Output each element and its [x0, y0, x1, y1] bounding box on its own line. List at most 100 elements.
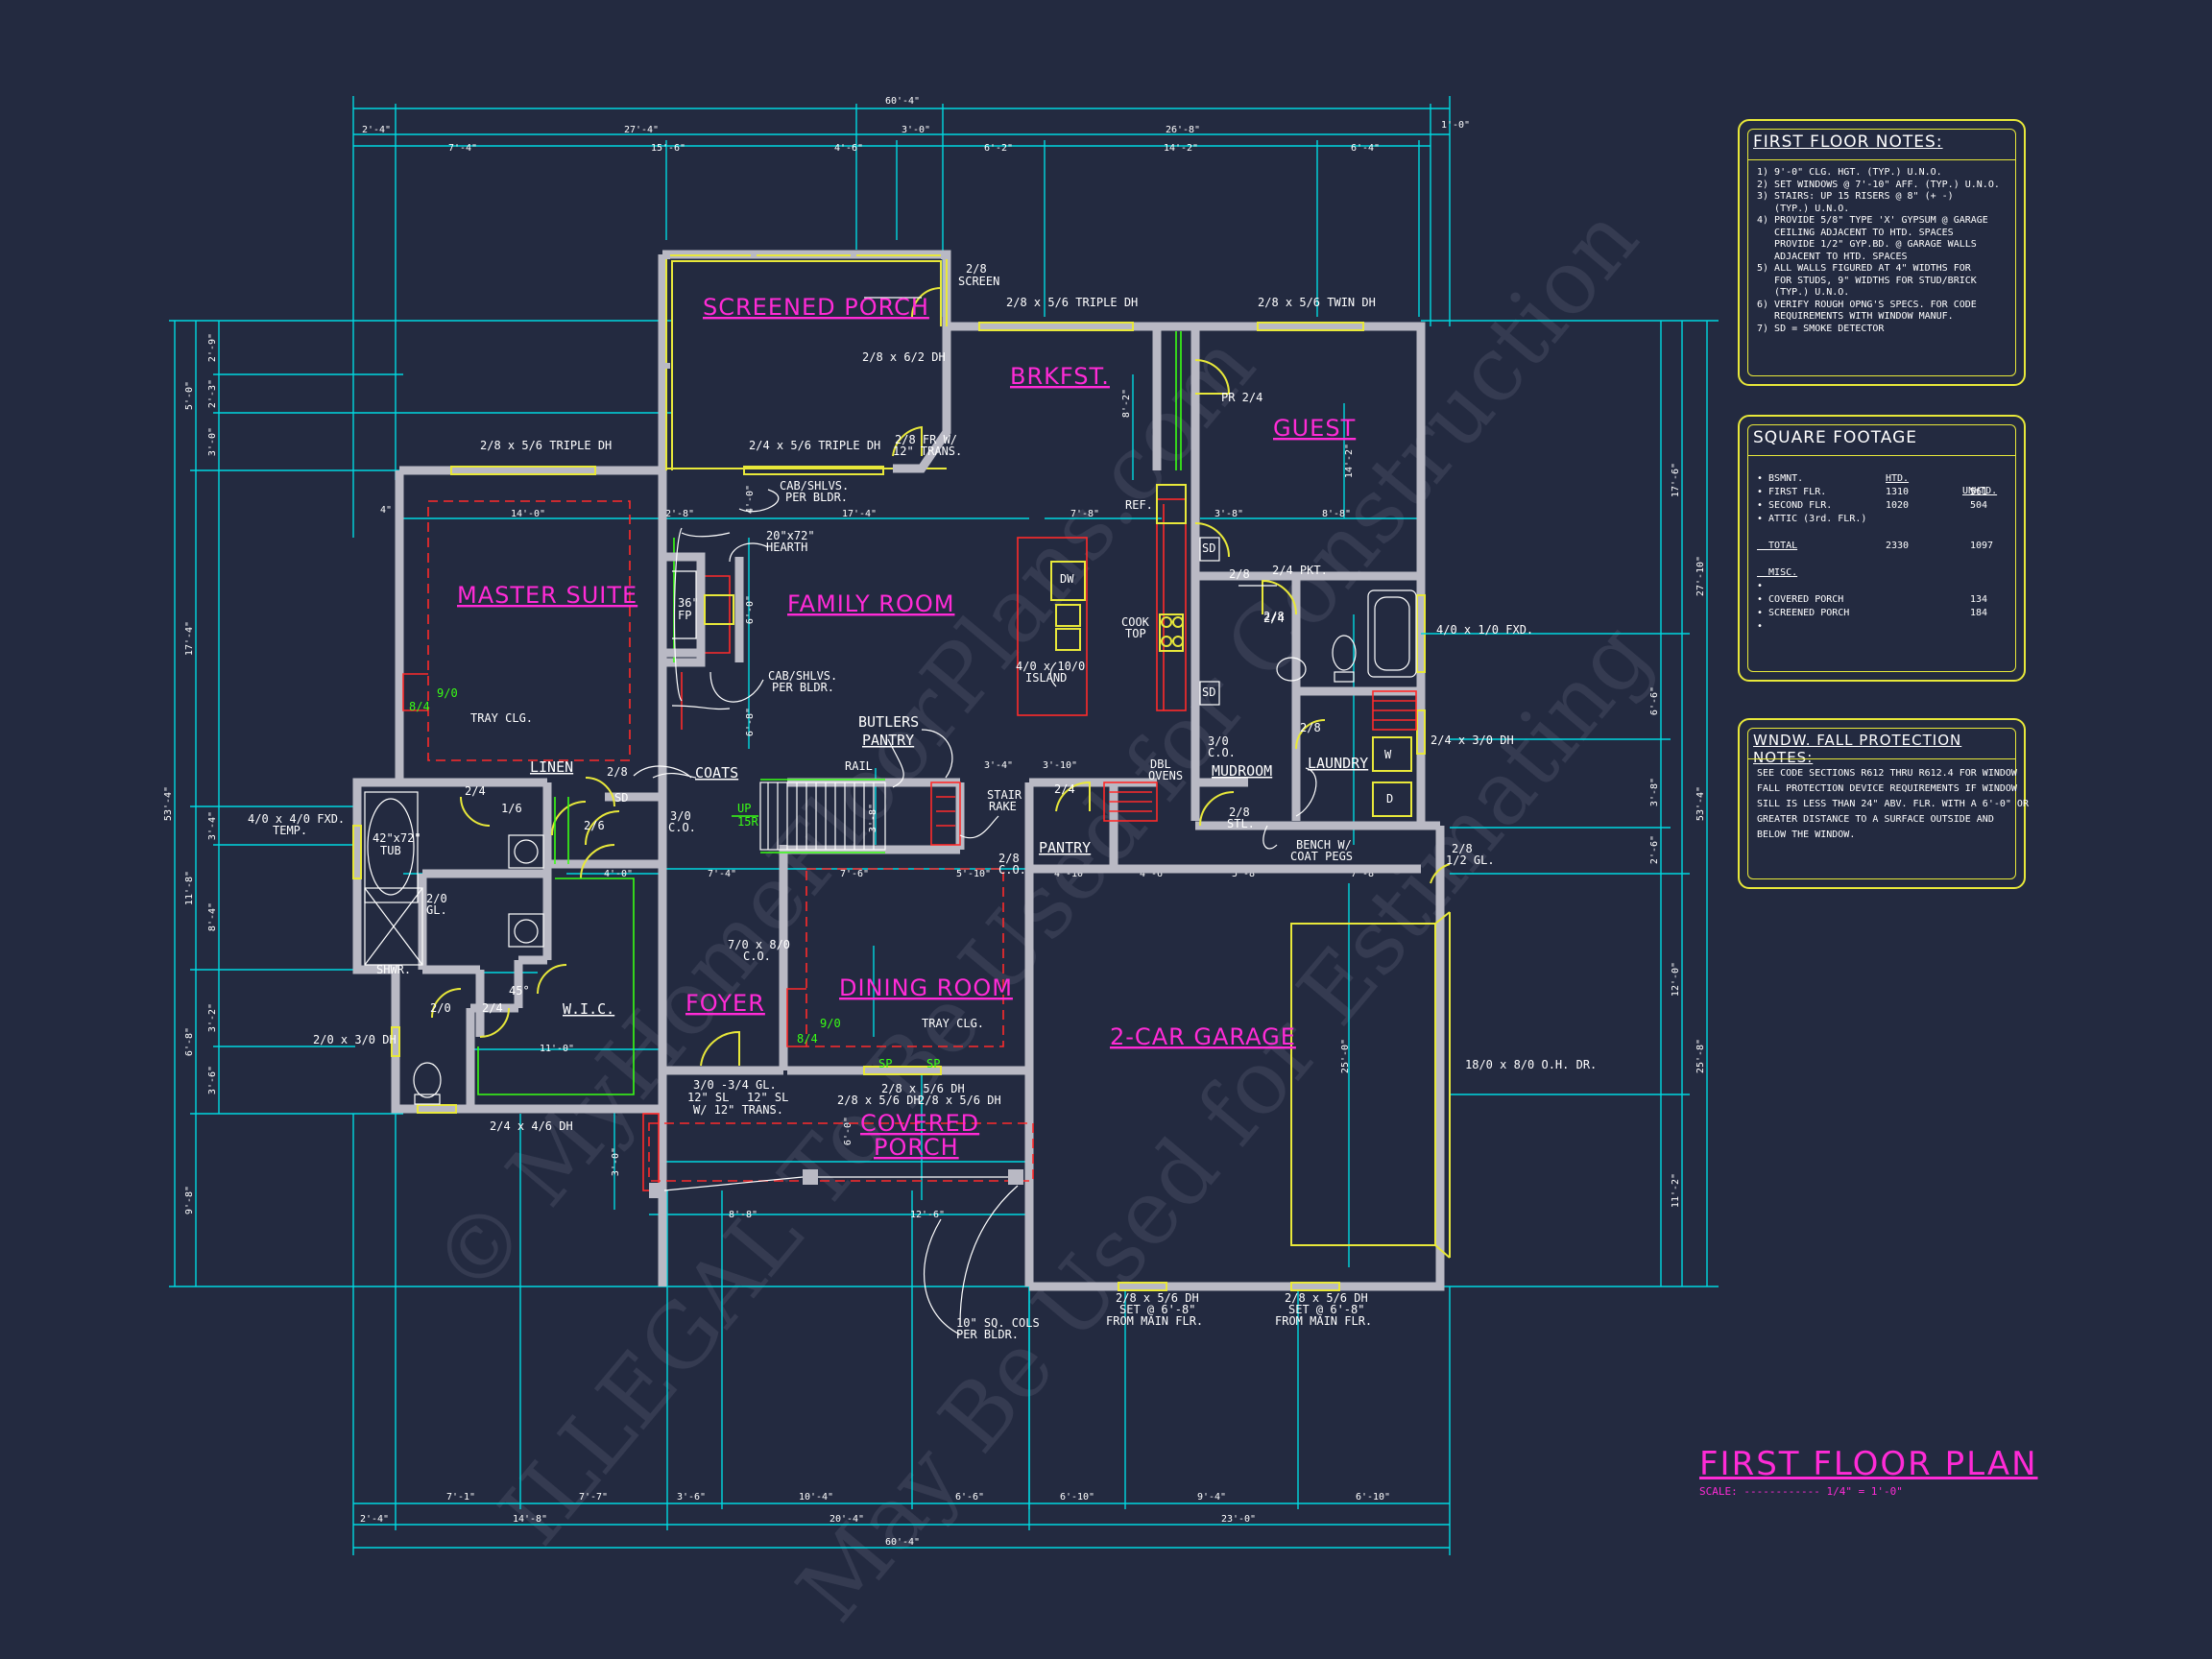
- sqft-cell-label: • ATTIC (3rd. FLR.): [1757, 514, 1867, 524]
- lbl-sd-3: SD: [614, 791, 628, 805]
- sqft-cell-label: • SCREENED PORCH: [1757, 608, 1850, 618]
- stair: [732, 779, 886, 854]
- lbl-win-62: 2/8 x 6/2 DH: [862, 350, 946, 364]
- lbl-door-28a: 2/8: [607, 765, 628, 779]
- dim-bottom-r2-6: 9'-4": [1197, 1492, 1226, 1503]
- lbl-pr: PR 2/4: [1221, 391, 1262, 404]
- dim-right-r2-0: 27'-10": [1695, 556, 1706, 596]
- room-garage: 2-CAR GARAGE: [1110, 1023, 1296, 1050]
- lbl-door-28c: 2/8: [1263, 610, 1285, 623]
- dim-left-r2-5: 3'-2": [207, 1003, 218, 1032]
- sqft-cell-label: • COVERED PORCH: [1757, 594, 1844, 605]
- dim-right-r1-1: 12'-0": [1671, 962, 1681, 997]
- lbl-fr-w-1: 2/8 FR W/: [895, 433, 957, 446]
- bath-fixtures: [364, 589, 1417, 1105]
- sqft-cell-label: TOTAL: [1757, 541, 1798, 551]
- lbl-island-1: 4/0 x 10/0: [1016, 660, 1085, 673]
- lbl-dh-2431: 2/4 x 3/0 DH: [1431, 733, 1514, 747]
- dim-inner-a12: 3'-4": [984, 760, 1013, 771]
- first-floor-notes-panel: FIRST FLOOR NOTES: 1) 9'-0" CLG. HGT. (T…: [1738, 119, 2026, 386]
- dim-top-r1-1: 27'-4": [624, 125, 659, 135]
- dim-inner-a9: 7'-4": [708, 869, 736, 879]
- sqft-row: [1757, 553, 2010, 566]
- fall-title: WNDW. FALL PROTECTION NOTES:: [1753, 732, 1962, 766]
- sqft-row: •: [1757, 580, 2010, 593]
- square-footage-panel: SQUARE FOOTAGE HTD. UNHTD. • BSMNT.• FIR…: [1738, 415, 2026, 682]
- dim-inner-a7: 8'-2": [1121, 389, 1132, 418]
- leader-lines: [633, 297, 1450, 1335]
- room-breakfast: BRKFST.: [1010, 363, 1110, 390]
- lbl-green-910: 9/0: [437, 686, 458, 700]
- notes-lines: 1) 9'-0" CLG. HGT. (TYP.) U.N.O.2) SET W…: [1757, 167, 2010, 335]
- fall-inner-border: [1747, 728, 2016, 879]
- lbl-hearth-1: 20"x72": [766, 529, 815, 542]
- fall-title-rule: [1747, 758, 2016, 759]
- dim-bottom-r2-2: 3'-6": [677, 1492, 706, 1503]
- sqft-header-row: HTD. UNHTD.: [1757, 459, 2010, 497]
- lbl-shwr: SHWR.: [376, 963, 411, 976]
- dim-bottom-r2-0: 7'-1": [446, 1492, 475, 1503]
- lbl-oh-door: 18/0 x 8/0 O.H. DR.: [1465, 1058, 1597, 1071]
- room-screened-porch: SCREENED PORCH: [703, 294, 929, 321]
- room-master-suite: MASTER SUITE: [457, 582, 637, 609]
- sqft-cell-unhtd: 134: [1970, 594, 1988, 605]
- note-line: FOR STUDS, 9" WIDTHS FOR STUD/BRICK: [1757, 275, 1977, 286]
- dim-left-r2-4: 8'-4": [207, 902, 218, 931]
- lbl-entry-1: 3/0 -3/4 GL.: [693, 1078, 777, 1092]
- lbl-cab-2b: PER BLDR.: [772, 681, 834, 694]
- lbl-tray-clg: TRAY CLG.: [470, 711, 533, 725]
- dim-inner-a17: 7'-8": [1351, 869, 1380, 879]
- notes-title-rule: [1747, 159, 2016, 160]
- dim-inner-a13: 3'-10": [1043, 760, 1077, 771]
- lbl-dh-bottom-2c: FROM MAIN FLR.: [1275, 1314, 1372, 1328]
- lbl-door-24-bath: 2/4: [1263, 612, 1285, 625]
- room-wic: W.I.C.: [563, 1000, 614, 1018]
- room-covered-porch-2: PORCH: [874, 1134, 959, 1161]
- note-line: ADJACENT TO HTD. SPACES: [1757, 251, 1908, 262]
- room-mudroom: MUDROOM: [1212, 762, 1272, 780]
- dim-family-width: 17'-4": [842, 509, 877, 519]
- dim-inner-a26: 4": [380, 505, 392, 516]
- kitchen-fixtures: [1050, 331, 1220, 706]
- sqft-title: SQUARE FOOTAGE: [1753, 428, 1918, 447]
- dim-top-r2-2: 4'-6": [834, 143, 863, 154]
- note-line: (TYP.) U.N.O.: [1757, 203, 1850, 214]
- dim-left-r1-1: 17'-4": [184, 621, 195, 656]
- note-line: 3) STAIRS: UP 15 RISERS @ 8" (+ -): [1757, 191, 1954, 202]
- lbl-green-sp1: SP: [878, 1057, 892, 1070]
- note-line: 1) 9'-0" CLG. HGT. (TYP.) U.N.O.: [1757, 167, 1942, 178]
- lbl-fxd-410: 4/0 x 1/0 FXD.: [1436, 623, 1533, 637]
- sqft-inner-border: [1747, 424, 2016, 672]
- dim-inner-a8: 14'-2": [1344, 444, 1355, 478]
- fireplace: [666, 552, 734, 658]
- dim-inner-a16: 5'-8": [1232, 869, 1261, 879]
- note-line: 7) SD = SMOKE DETECTOR: [1757, 323, 1885, 334]
- lbl-gl-20b: GL.: [426, 903, 447, 917]
- screened-porch-outline: [662, 252, 951, 473]
- lbl-risers: 15R: [737, 815, 758, 829]
- lbl-dbl-ovens-2: OVENS: [1148, 769, 1183, 782]
- fall-note-line: SEE CODE SECTIONS R612 THRU R612.4 FOR W…: [1757, 768, 2017, 779]
- lbl-co-mud-1: 3/0: [1208, 734, 1229, 748]
- lbl-entry-2: 12" SL: [687, 1091, 729, 1104]
- room-covered-porch-1: COVERED: [860, 1110, 979, 1137]
- dim-inner-a10: 7'-6": [840, 869, 869, 879]
- dim-left-r1-4: 9'-8": [184, 1186, 195, 1214]
- lbl-door-28co-1: 2/8: [998, 852, 1020, 865]
- lbl-dbl-ovens-1: DBL: [1150, 757, 1171, 771]
- fall-lines: SEE CODE SECTIONS R612 THRU R612.4 FOR W…: [1757, 766, 2029, 843]
- dimension-lines-bottom: [352, 1114, 1451, 1555]
- lbl-entry-3: 12" SL: [747, 1091, 788, 1104]
- dim-right-r1-2: 11'-2": [1671, 1173, 1681, 1208]
- sqft-col-unhtd: UNHTD.: [1962, 486, 1998, 496]
- sqft-cell-label: •: [1757, 581, 1764, 591]
- sqft-row: • BSMNT.: [1757, 472, 2010, 486]
- sqft-cell-label: • BSMNT.: [1757, 473, 1804, 484]
- lbl-sd-1: SD: [1202, 541, 1215, 555]
- lbl-co-mud-2: C.O.: [1208, 746, 1236, 759]
- fall-note-line: FALL PROTECTION DEVICE REQUIREMENTS IF W…: [1757, 783, 2017, 794]
- lbl-stair-rake-1: STAIR: [987, 788, 1022, 802]
- dim-right-r2-1: 25'-8": [1695, 1039, 1706, 1073]
